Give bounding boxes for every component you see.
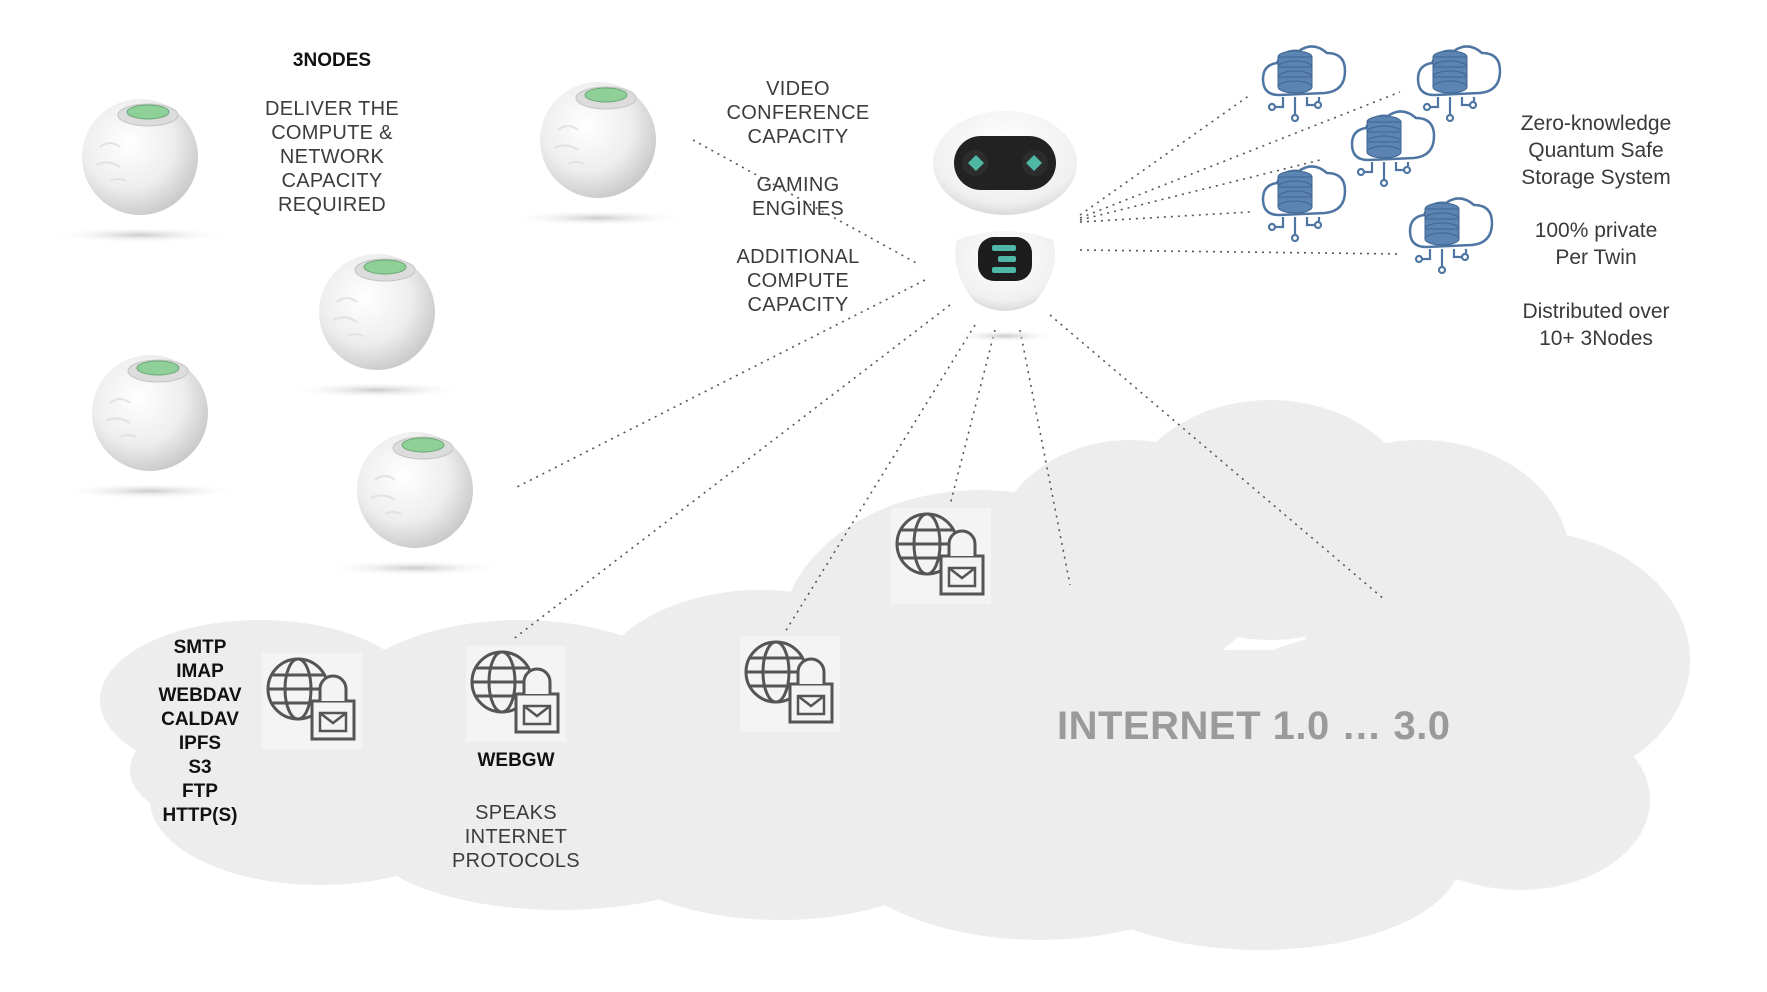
internet-cloud: [100, 400, 1690, 950]
protocol-item: SMTP: [173, 637, 227, 658]
protocol-item: IMAP: [176, 661, 224, 682]
nodes-description-line: NETWORK: [279, 146, 385, 168]
storage-line: 100% private: [1534, 219, 1658, 242]
webgw-title: WEBGW: [477, 750, 555, 771]
cloud-database-icon: [1408, 197, 1494, 275]
webgw-line: SPEAKS: [475, 802, 557, 824]
node-sphere-icon: [59, 354, 241, 500]
node-sphere-icon: [49, 98, 231, 244]
globe-lock-mail-icon: [464, 644, 568, 744]
nodes-description-line: REQUIRED: [278, 194, 386, 216]
nodes-description: DELIVER THE COMPUTE & NETWORK CAPACITY R…: [242, 97, 422, 217]
node-sphere-icon: [286, 253, 468, 399]
video-label-line: CAPACITY: [747, 126, 849, 148]
nodes-description-line: CAPACITY: [281, 170, 383, 192]
connection-lines: [511, 91, 1401, 641]
protocol-item: IPFS: [178, 733, 222, 754]
nodes-title: 3NODES: [292, 50, 372, 71]
cloud-database-icon: [1350, 110, 1436, 188]
globe-lock-mail-icon: [260, 651, 364, 751]
additional-label-line: COMPUTE: [746, 270, 850, 292]
protocol-list: SMTP IMAP WEBDAV CALDAV IPFS S3 FTP HTTP…: [140, 636, 260, 828]
internet-label: INTERNET 1.0 … 3.0: [1057, 704, 1451, 748]
gaming-label-line: GAMING: [756, 174, 840, 196]
webgw-description: SPEAKS INTERNET PROTOCOLS: [436, 801, 596, 873]
video-label-line: CONFERENCE: [726, 102, 870, 124]
webgw-line: PROTOCOLS: [452, 850, 580, 872]
nodes-description-line: DELIVER THE: [264, 98, 400, 120]
protocol-item: CALDAV: [161, 709, 239, 730]
video-label-line: VIDEO: [766, 78, 830, 100]
nodes-description-line: COMPUTE &: [271, 122, 393, 144]
gaming-engines-label: GAMING ENGINES: [708, 173, 888, 221]
protocol-item: S3: [188, 757, 212, 778]
storage-line: Distributed over: [1522, 300, 1670, 323]
additional-compute-label: ADDITIONAL COMPUTE CAPACITY: [708, 245, 888, 317]
protocol-item: FTP: [182, 781, 218, 802]
storage-line: Per Twin: [1555, 246, 1637, 269]
storage-line: Quantum Safe: [1528, 139, 1664, 162]
storage-line: 10+ 3Nodes: [1539, 327, 1653, 350]
storage-line: Storage System: [1521, 166, 1671, 189]
video-conference-label: VIDEO CONFERENCE CAPACITY: [708, 77, 888, 149]
digital-twin-robot-icon: [933, 111, 1077, 342]
storage-description: Zero-knowledge Quantum Safe Storage Syst…: [1486, 110, 1706, 191]
protocol-item: HTTP(S): [162, 805, 238, 826]
protocol-item: WEBDAV: [158, 685, 242, 706]
storage-distribution: Distributed over 10+ 3Nodes: [1486, 298, 1706, 352]
cloud-database-icon: [1261, 165, 1347, 243]
storage-privacy: 100% private Per Twin: [1486, 217, 1706, 271]
node-sphere-icon: [324, 431, 506, 577]
gaming-label-line: ENGINES: [751, 198, 845, 220]
node-sphere-icon: [507, 81, 689, 227]
storage-line: Zero-knowledge: [1520, 112, 1672, 135]
additional-label-line: CAPACITY: [747, 294, 849, 316]
cloud-database-icon: [1261, 45, 1347, 123]
globe-lock-mail-icon: [889, 506, 993, 606]
webgw-line: INTERNET: [464, 826, 568, 848]
globe-lock-mail-icon: [738, 634, 842, 734]
additional-label-line: ADDITIONAL: [736, 246, 860, 268]
